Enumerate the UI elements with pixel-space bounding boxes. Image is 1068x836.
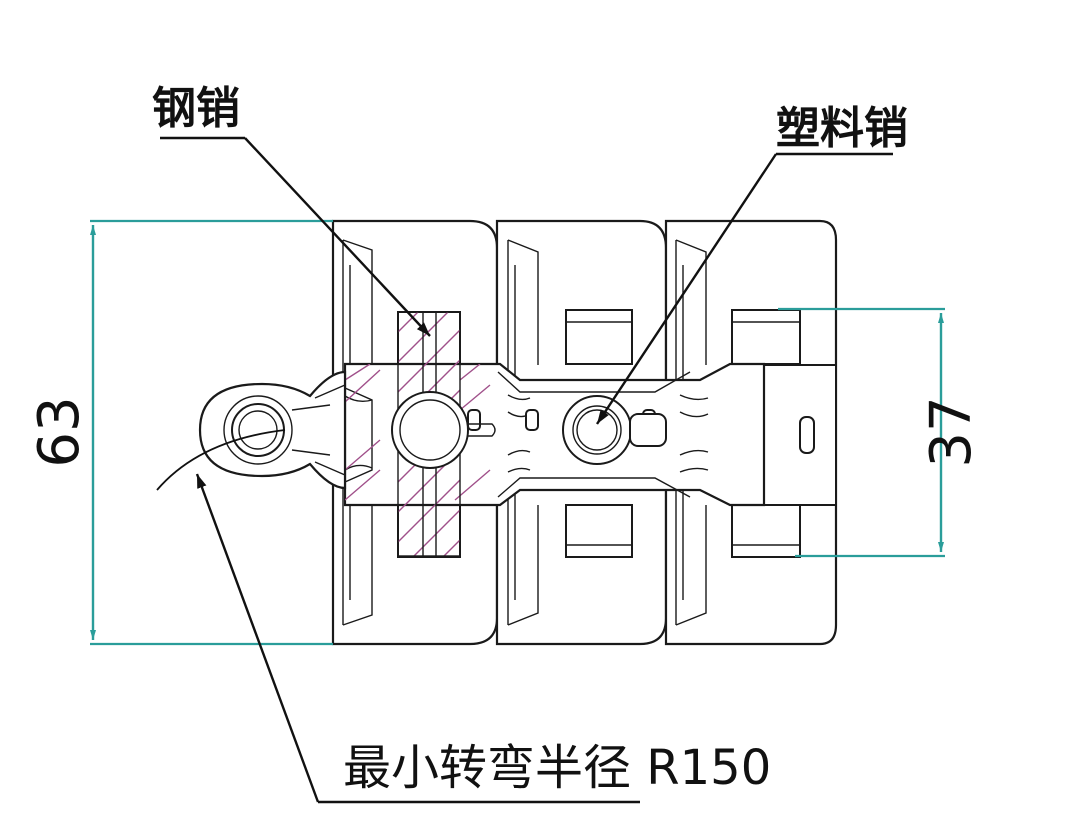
- bend-radius-arc: [156, 429, 286, 491]
- dimension-37-text: 37: [919, 396, 984, 467]
- dimension-pin-span: 37: [778, 307, 984, 558]
- dimension-overall-height: 63: [27, 219, 333, 646]
- end-slot: [799, 416, 815, 454]
- steel-pin-bore: [391, 391, 469, 469]
- plate-hatch: [345, 364, 491, 501]
- label-plastic-pin-group: 塑料销: [595, 103, 908, 425]
- dimension-63-text: 63: [27, 396, 92, 467]
- plastic-pin-boss: [562, 395, 667, 465]
- label-min-bend-radius: 最小转弯半径 R150: [343, 740, 771, 796]
- label-plastic-pin: 塑料销: [776, 103, 908, 154]
- label-steel-pin: 钢销: [152, 83, 240, 134]
- end-eye: [198, 370, 347, 490]
- label-steel-pin-group: 钢销: [152, 83, 431, 337]
- label-bend-radius-group: 最小转弯半径 R150: [195, 473, 771, 804]
